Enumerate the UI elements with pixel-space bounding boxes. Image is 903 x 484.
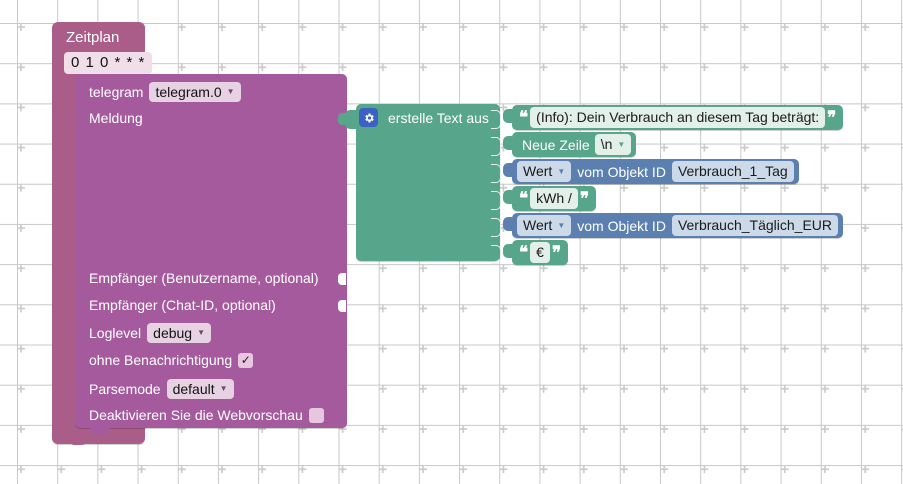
text-block-euro[interactable]: ❝ € ❞ (503, 240, 569, 265)
text-join-socket-2[interactable] (491, 137, 501, 156)
value-connector (503, 244, 512, 258)
text-join-label: erstelle Text aus (388, 110, 489, 126)
quote-open-icon: ❝ (519, 188, 529, 208)
chevron-down-icon: ▼ (617, 139, 626, 149)
telegram-parsemode-row[interactable]: Parsemode default ▼ (89, 379, 234, 399)
text-field[interactable]: kWh / (530, 188, 578, 209)
text-join-socket-3[interactable] (491, 164, 501, 183)
silent-checkbox[interactable]: ✓ (238, 352, 254, 368)
telegram-message-label: Meldung (89, 110, 143, 126)
cron-field[interactable]: 0 1 0 * * * (64, 52, 153, 74)
gear-icon-glyph (364, 113, 374, 122)
value-connector (503, 190, 512, 204)
text-join-socket-6[interactable] (491, 245, 501, 264)
object-id-label: vom Objekt ID (577, 163, 666, 180)
telegram-block[interactable]: telegram telegram.0 ▼ Meldung Empfänger … (75, 74, 347, 428)
object-value-block-2[interactable]: Wert ▼ vom Objekt ID Verbrauch_Täglich_E… (503, 213, 844, 238)
value-type-dropdown[interactable]: Wert ▼ (517, 161, 572, 182)
text-join-socket-5[interactable] (491, 218, 501, 237)
telegram-loglevel-row[interactable]: Loglevel debug ▼ (89, 323, 212, 343)
text-join-socket-1[interactable] (491, 110, 501, 129)
text-join-block[interactable] (356, 104, 501, 264)
quote-close-icon: ❞ (827, 107, 837, 127)
value-connector (503, 136, 512, 150)
quote-close-icon: ❞ (551, 242, 562, 262)
chevron-down-icon: ▼ (197, 328, 206, 337)
text-block-info[interactable]: ❝ (Info): Dein Verbrauch an diesem Tag b… (503, 105, 844, 130)
object-value-block-1[interactable]: Wert ▼ vom Objekt ID Verbrauch_1_Tag (503, 159, 799, 184)
telegram-webpreview-row[interactable]: Deaktivieren Sie die Webvorschau (89, 406, 324, 424)
recipient-chatid-connector[interactable] (337, 297, 347, 315)
newline-label: Neue Zeile (522, 136, 590, 153)
message-input-connector[interactable] (337, 110, 347, 128)
text-field[interactable]: (Info): Dein Verbrauch an diesem Tag bet… (530, 107, 826, 128)
loglevel-dropdown[interactable]: debug ▼ (147, 323, 212, 343)
telegram-recipient-chatid-row: Empfänger (Chat-ID, optional) (89, 297, 276, 313)
value-connector (503, 163, 512, 177)
telegram-block-title: telegram (89, 84, 144, 100)
telegram-silent-row[interactable]: ohne Benachrichtigung ✓ (89, 351, 254, 369)
schedule-block-title: Zeitplan (66, 29, 120, 46)
gear-icon[interactable] (359, 108, 378, 127)
chevron-down-icon: ▼ (557, 166, 566, 176)
telegram-block-bottom-bump (90, 427, 110, 435)
recipient-username-connector[interactable] (337, 270, 347, 288)
webpreview-checkbox[interactable] (308, 407, 324, 423)
quote-open-icon: ❝ (519, 107, 529, 127)
telegram-recipient-username-row: Empfänger (Benutzername, optional) (89, 270, 319, 286)
value-connector (503, 109, 512, 123)
object-id-field[interactable]: Verbrauch_Täglich_EUR (671, 215, 839, 236)
telegram-instance-dropdown[interactable]: telegram.0 ▼ (149, 82, 241, 102)
value-connector (503, 217, 512, 231)
quote-open-icon: ❝ (519, 242, 529, 262)
quote-close-icon: ❞ (579, 188, 590, 208)
chevron-down-icon: ▼ (219, 384, 228, 393)
text-block-kwh[interactable]: ❝ kWh / ❞ (503, 186, 597, 211)
newline-block[interactable]: Neue Zeile \n ▼ (503, 132, 637, 157)
object-id-label: vom Objekt ID (577, 217, 666, 234)
chevron-down-icon: ▼ (226, 87, 235, 96)
chevron-down-icon: ▼ (557, 220, 566, 230)
text-join-left-plug (345, 110, 357, 129)
object-id-field[interactable]: Verbrauch_1_Tag (671, 161, 794, 182)
parsemode-dropdown[interactable]: default ▼ (166, 379, 234, 399)
telegram-instance-row[interactable]: telegram telegram.0 ▼ (89, 82, 241, 102)
text-join-socket-4[interactable] (491, 191, 501, 210)
schedule-block-bottom-bump (68, 437, 88, 445)
text-field[interactable]: € (530, 242, 550, 263)
newline-dropdown[interactable]: \n ▼ (594, 134, 632, 155)
value-type-dropdown[interactable]: Wert ▼ (517, 215, 572, 236)
